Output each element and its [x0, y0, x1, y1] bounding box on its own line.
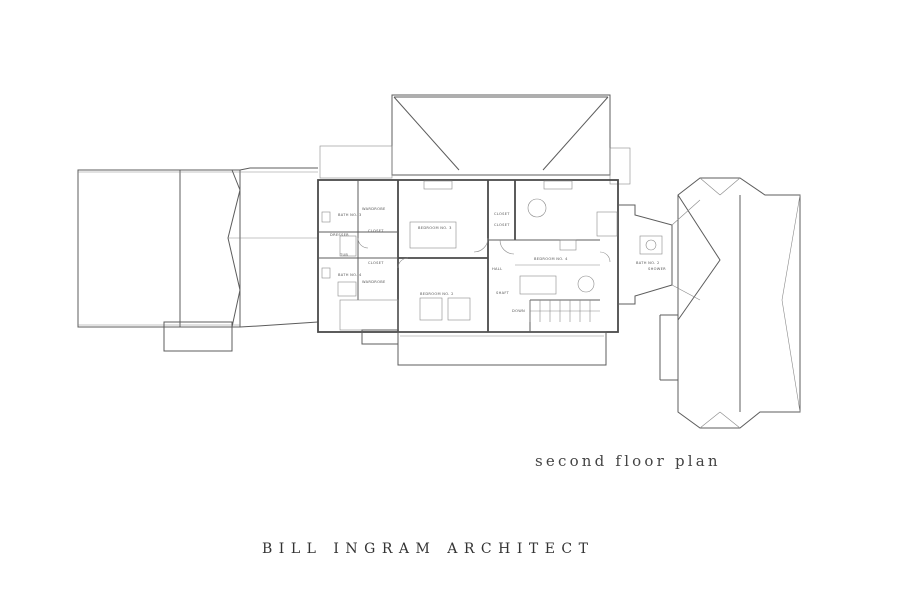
label-tub: TUB: [339, 253, 348, 257]
label-shower: SHOWER: [648, 267, 666, 271]
architect-name: BILL INGRAM ARCHITECT: [262, 541, 595, 557]
label-closet-b: CLOSET: [368, 261, 384, 265]
main-plan-walls: [317, 179, 673, 366]
label-dresser: DRESSER: [330, 233, 349, 237]
label-bath-3: BATH NO. 3: [338, 213, 362, 217]
drawing-caption: second floor plan: [535, 452, 721, 470]
label-closet-a: CLOSET: [368, 229, 384, 233]
label-bedroom-2: BEDROOM NO. 2: [420, 292, 454, 296]
label-bedroom-4: BEDROOM NO. 4: [534, 257, 568, 261]
right-wing-roof: [659, 177, 801, 429]
label-bath-4: BATH NO. 4: [338, 273, 362, 277]
label-shaft: SHAFT: [496, 291, 510, 295]
top-gable-roof: [319, 94, 631, 185]
label-bath-2: BATH NO. 2: [636, 261, 660, 265]
label-closet-c: CLOSET: [494, 212, 510, 216]
room-labels: BATH NO. 3 WARDROBE CLOSET DRESSER TUB C…: [330, 207, 666, 313]
left-wing-roof: [77, 167, 319, 352]
label-hall: HALL: [492, 267, 502, 271]
label-bedroom-3: BEDROOM NO. 3: [418, 226, 452, 230]
label-wardrobe-1: WARDROBE: [362, 207, 386, 211]
stair: [529, 300, 600, 322]
label-wardrobe-2: WARDROBE: [362, 280, 386, 284]
label-closet-d: CLOSET: [494, 223, 510, 227]
label-down: DOWN: [512, 309, 525, 313]
